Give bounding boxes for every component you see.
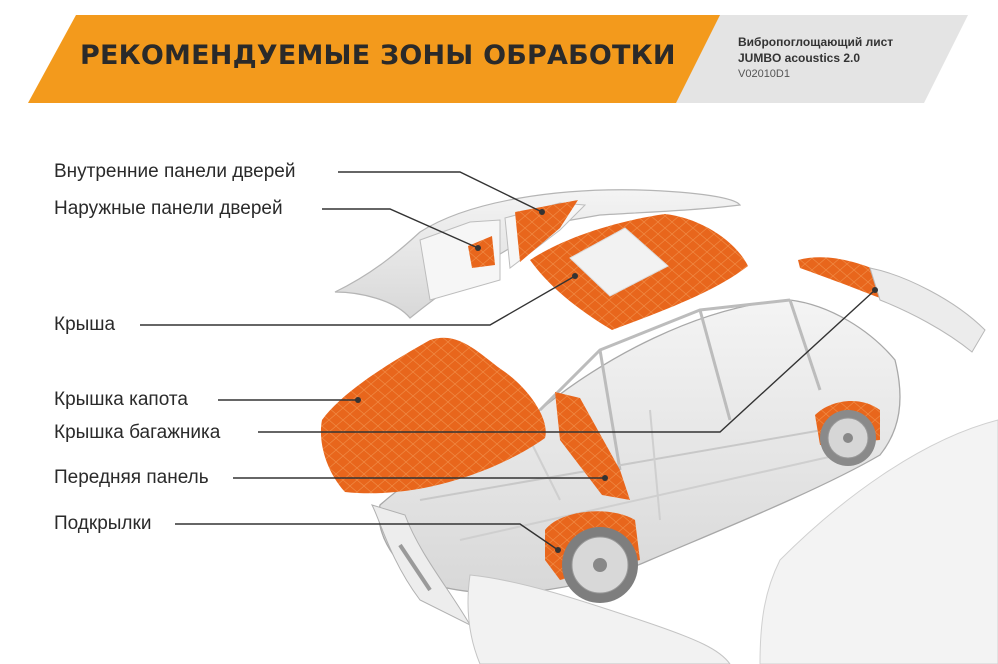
inner-door-patch	[515, 200, 578, 262]
rear-wheel	[815, 400, 880, 466]
page-title: РЕКОМЕНДУЕМЫЕ ЗОНЫ ОБРАБОТКИ	[80, 40, 676, 71]
label-outer-door-panels: Наружные панели дверей	[54, 198, 283, 219]
leader-trunk	[258, 289, 876, 433]
leader-dots	[355, 209, 878, 553]
front-panel-patch	[555, 392, 630, 500]
label-front-panel: Передняя панель	[54, 467, 209, 488]
front-wheel	[545, 511, 640, 603]
title-banner	[28, 15, 728, 103]
label-inner-door-panels: Внутренние панели дверей	[54, 161, 296, 182]
sunroof-opening	[569, 227, 669, 297]
product-info-banner	[676, 15, 968, 103]
product-code: V02010D1	[738, 68, 790, 80]
outer-door-patch	[468, 236, 495, 268]
grille	[398, 543, 432, 592]
hood-panel	[320, 337, 546, 494]
front-door-panel	[467, 574, 731, 664]
leader-outer-doors	[322, 208, 479, 249]
product-type: Вибропоглощающий лист	[738, 35, 894, 49]
leader-inner-doors	[338, 171, 543, 213]
label-trunk-lid: Крышка багажника	[54, 422, 221, 443]
label-wheel-arches: Подкрылки	[54, 513, 152, 534]
car-body-frame	[378, 298, 901, 594]
leader-roof	[140, 275, 576, 326]
rear-door-shell	[759, 419, 998, 664]
leader-lines	[140, 171, 876, 551]
leader-wheel-arches	[175, 523, 559, 551]
product-name: JUMBO acoustics 2.0	[738, 51, 861, 65]
rear-bumper	[869, 267, 986, 353]
label-roof: Крыша	[54, 314, 116, 335]
label-hood: Крышка капота	[54, 389, 188, 410]
product-info: Вибропоглощающий лист JUMBO acoustics 2.…	[738, 34, 893, 82]
